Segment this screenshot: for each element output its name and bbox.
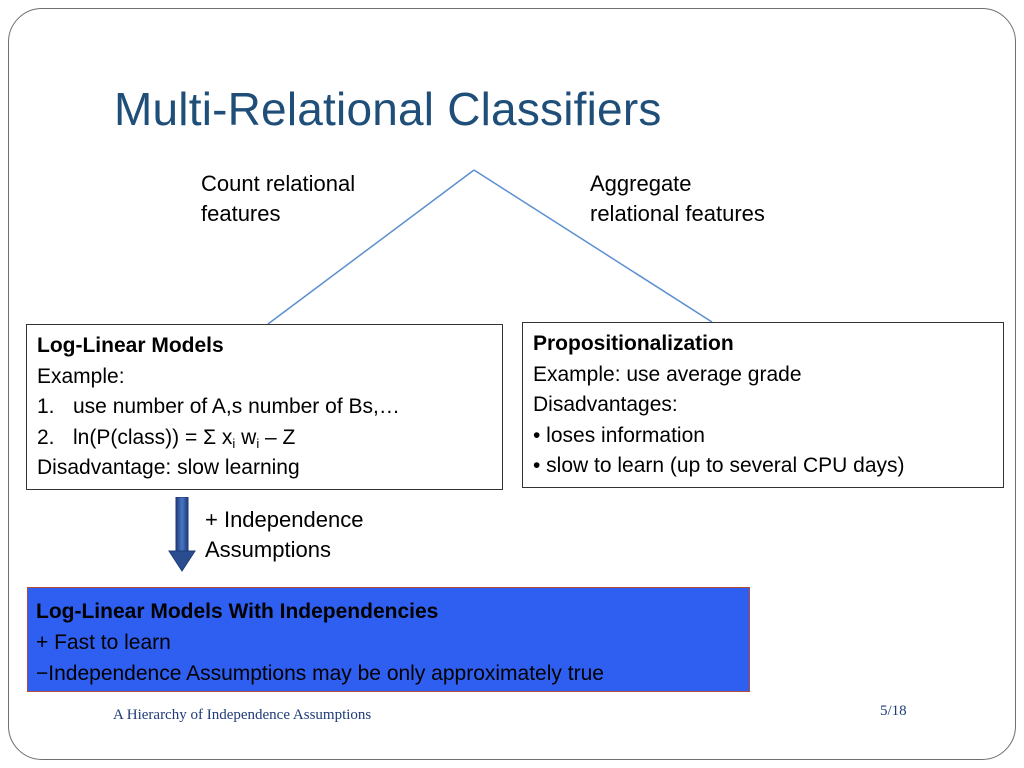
- slide-title: Multi-Relational Classifiers: [114, 83, 662, 135]
- prop-example: Example: use average grade: [533, 362, 802, 386]
- right-branch-line1: Aggregate: [590, 171, 692, 196]
- left-branch-line: [267, 169, 475, 325]
- down-arrow-icon: [168, 497, 196, 572]
- log-linear-item-1: 1. use number of A,s number of Bs,…: [37, 395, 400, 418]
- log-linear-models-box: Log-Linear Models Example: 1. use number…: [26, 324, 503, 490]
- right-branch-label: Aggregate relational features: [590, 169, 765, 229]
- left-branch-line1: Count relational: [201, 171, 356, 196]
- prop-bullet-2: • slow to learn (up to several CPU days): [533, 454, 905, 477]
- left-branch-label: Count relational features: [201, 169, 355, 229]
- log-linear-item-2: 2. ln(P(class)) = Σ xi wi – Z: [37, 423, 492, 454]
- right-branch-line: [473, 169, 713, 323]
- independence-assumptions-label: + Independence Assumptions: [205, 505, 363, 565]
- propositionalization-box: Propositionalization Example: use averag…: [522, 322, 1004, 488]
- log-linear-independencies-box: Log-Linear Models With Independencies + …: [27, 587, 750, 692]
- log-linear-example-label: Example:: [37, 364, 125, 388]
- log-linear-heading: Log-Linear Models: [37, 334, 224, 357]
- right-branch-line2: relational features: [590, 201, 765, 226]
- prop-bullet-1: • loses information: [533, 423, 705, 447]
- independence-line1: + Independence: [205, 507, 364, 532]
- page-number: 5/18: [880, 703, 907, 719]
- prop-disadvantages-label: Disadvantages:: [533, 393, 678, 416]
- log-linear-disadvantage: Disadvantage: slow learning: [37, 456, 300, 479]
- left-branch-line2: features: [201, 201, 281, 226]
- result-pro: + Fast to learn: [36, 631, 171, 654]
- log-linear-formula: ln(P(class)) = Σ xi wi – Z: [73, 425, 296, 451]
- independence-line2: Assumptions: [205, 537, 331, 562]
- prop-heading: Propositionalization: [533, 332, 734, 355]
- slide-footer: A Hierarchy of Independence Assumptions: [113, 707, 372, 723]
- result-con: −Independence Assumptions may be only ap…: [36, 662, 604, 685]
- result-heading: Log-Linear Models With Independencies: [36, 600, 439, 623]
